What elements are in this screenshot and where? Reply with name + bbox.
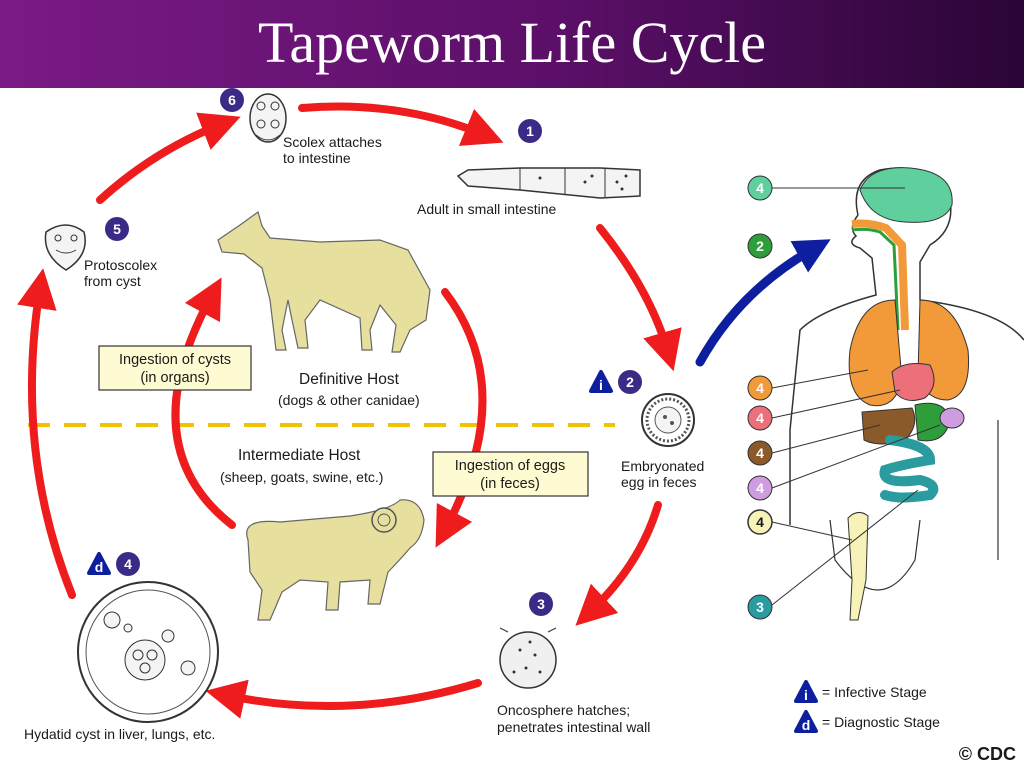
brain-image — [859, 167, 953, 223]
stage-1-badge: 1 — [518, 119, 542, 143]
arrow-5-to-6 — [96, 112, 241, 204]
stage-5-label-line1: Protoscolex — [84, 257, 157, 273]
page-title: Tapeworm Life Cycle — [257, 10, 767, 75]
femur-image — [847, 512, 869, 621]
adult-worm-image — [456, 167, 641, 199]
svg-text:d: d — [95, 559, 104, 575]
human-badge-spleen: 4 — [747, 475, 773, 501]
svg-text:3: 3 — [537, 596, 545, 612]
svg-text:i: i — [804, 687, 808, 703]
human-badges: 4 2 4 4 4 4 4 3 — [747, 175, 941, 620]
svg-text:Ingestion of eggs: Ingestion of eggs — [455, 458, 565, 474]
legend: i = Infective Stage d = Diagnostic Stage — [794, 680, 940, 733]
stage-6-label-line2: to intestine — [283, 150, 351, 166]
legend-diagnostic-icon: d — [794, 710, 818, 733]
human-badge-brain: 4 — [747, 175, 773, 201]
intermediate-host-title: Intermediate Host — [238, 447, 361, 464]
stage-3-label-line2: penetrates intestinal wall — [497, 719, 650, 735]
embryonated-egg-image — [641, 393, 695, 447]
svg-text:4: 4 — [124, 556, 132, 572]
scolex-image — [249, 93, 287, 143]
intermediate-host-subtitle: (sheep, goats, swine, etc.) — [220, 469, 383, 485]
svg-text:4: 4 — [756, 514, 764, 530]
svg-text:d: d — [802, 717, 811, 733]
svg-text:4: 4 — [756, 480, 764, 496]
svg-text:4: 4 — [756, 410, 764, 426]
svg-text:3: 3 — [756, 599, 764, 615]
human-badge-liver: 4 — [747, 440, 773, 466]
human-badge-bone: 4 — [747, 509, 773, 535]
stage-3-label-line1: Oncosphere hatches; — [497, 702, 630, 718]
heart-image — [891, 363, 935, 401]
human-badge-heart: 4 — [747, 405, 773, 431]
arrow-2-to-3 — [575, 501, 662, 626]
definitive-host-subtitle: (dogs & other canidae) — [278, 392, 420, 408]
svg-text:(in feces): (in feces) — [480, 476, 540, 492]
intestine-image — [879, 435, 939, 503]
svg-text:2: 2 — [626, 374, 634, 390]
airway-image — [851, 219, 909, 331]
dog-image — [217, 211, 431, 353]
stage-6-badge: 6 — [220, 88, 244, 112]
stage-4-label: Hydatid cyst in liver, lungs, etc. — [24, 726, 215, 742]
ingestion-cysts-box: Ingestion of cysts (in organs) — [98, 345, 252, 391]
stage-2-label-line1: Embryonated — [621, 458, 704, 474]
human-badge-lungs: 4 — [747, 375, 773, 401]
stage-5-label-line2: from cyst — [84, 273, 141, 289]
ingestion-eggs-box: Ingestion of eggs (in feces) — [432, 451, 589, 497]
svg-text:4: 4 — [756, 380, 764, 396]
stage-5-badge: 5 — [105, 217, 129, 241]
svg-text:4: 4 — [756, 445, 764, 461]
arrow-6-to-1 — [298, 102, 504, 146]
arrow-1-to-2 — [596, 224, 682, 372]
cdc-credit: © CDC — [959, 744, 1016, 764]
stage-4-badge: 4 — [116, 552, 140, 576]
sheep-image — [246, 499, 425, 621]
svg-text:2: 2 — [756, 238, 764, 254]
arrow-egg-to-human — [695, 239, 831, 367]
svg-text:4: 4 — [756, 180, 764, 196]
definitive-host-title: Definitive Host — [299, 371, 400, 388]
svg-text:5: 5 — [113, 221, 121, 237]
hydatid-cyst-image — [77, 581, 219, 723]
svg-text:1: 1 — [526, 123, 534, 139]
protoscolex-image — [44, 224, 86, 271]
stage-1-label: Adult in small intestine — [417, 201, 557, 217]
stage-2-label-line2: egg in feces — [621, 474, 697, 490]
arrow-4-to-5 — [17, 268, 76, 599]
arrow-3-to-4 — [205, 679, 482, 719]
arrow-inner-cysts — [171, 277, 236, 529]
human-badge-entry: 2 — [747, 233, 773, 259]
legend-infective-label: = Infective Stage — [822, 684, 927, 700]
human-badge-intestine: 3 — [747, 594, 773, 620]
stage-4-diagnostic-marker: d — [87, 552, 111, 575]
stage-6-label-line1: Scolex attaches — [283, 134, 382, 150]
svg-text:Ingestion of cysts: Ingestion of cysts — [119, 352, 231, 368]
svg-text:i: i — [599, 377, 603, 393]
legend-infective-icon: i — [794, 680, 818, 703]
stage-3-badge: 3 — [529, 592, 553, 616]
svg-text:6: 6 — [228, 92, 236, 108]
legend-diagnostic-label: = Diagnostic Stage — [822, 714, 940, 730]
title-bar: Tapeworm Life Cycle — [0, 0, 1024, 88]
stomach-image — [914, 402, 965, 442]
stage-2-infective-marker: i — [589, 370, 613, 393]
svg-text:(in organs): (in organs) — [140, 370, 209, 386]
oncosphere-image — [499, 627, 557, 689]
stage-2-badge: 2 — [618, 370, 642, 394]
